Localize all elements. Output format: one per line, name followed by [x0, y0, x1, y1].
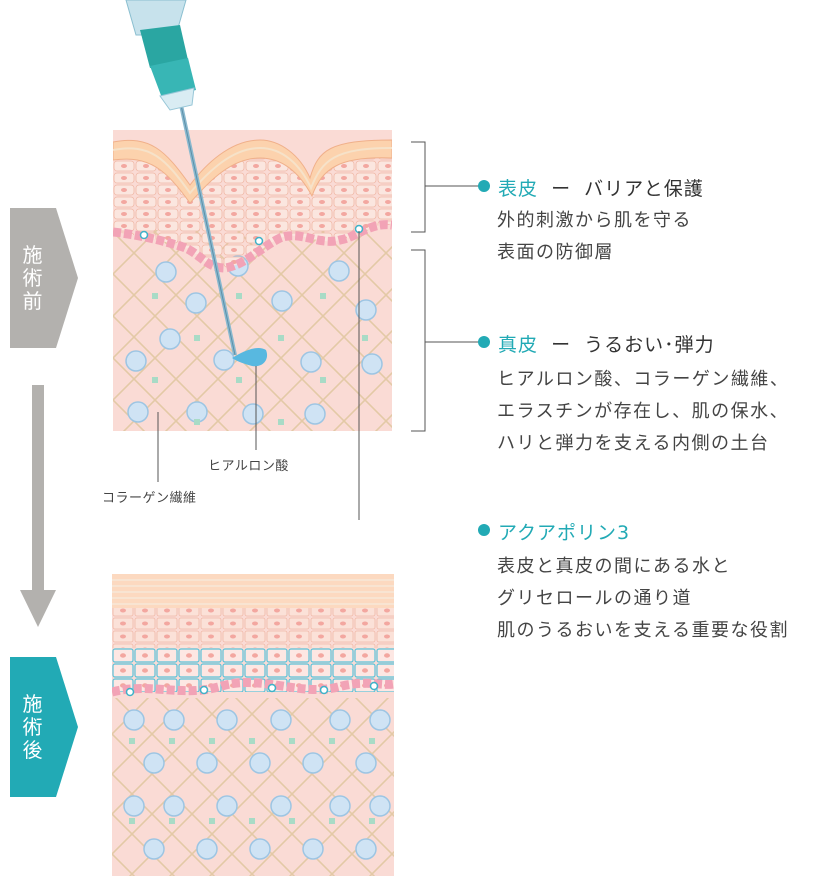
dermis-dash: ー — [551, 334, 572, 356]
epidermis-description: 外的刺激から肌を守る 表面の防御層 — [497, 205, 692, 269]
collagen-label: コラーゲン繊維 — [102, 491, 197, 506]
stage-after-char: 後 — [22, 737, 44, 762]
stage-after-char: 術 — [22, 714, 44, 739]
aquaporin-markers-after — [125, 681, 379, 697]
epidermis-bullet — [478, 180, 490, 192]
aquaporin-line: 肌のうるおいを支える重要な役割 — [497, 620, 789, 641]
dermis-name: 真皮 — [498, 334, 539, 356]
epidermis-line: 表面の防御層 — [497, 242, 614, 263]
aquaporin-name: アクアポリン3 — [498, 522, 631, 544]
stage-after-char: 施 — [22, 691, 44, 716]
epidermis-dash: ー — [551, 178, 572, 200]
dermis-subtitle: うるおい･弾力 — [584, 334, 715, 356]
dermis-line: ハリと弾力を支える内側の土台 — [497, 433, 770, 454]
stage-before-tag: 施 術 前 — [10, 208, 78, 348]
skin-after-illustration — [112, 574, 394, 876]
epidermis-line: 外的刺激から肌を守る — [497, 210, 692, 231]
stage-before-char: 前 — [22, 288, 44, 313]
stage-before-char: 術 — [22, 265, 44, 290]
stage-after-arrow-shape — [10, 657, 78, 797]
dermis-vesicles — [125, 255, 383, 425]
hyaluronic-droplet — [232, 347, 268, 367]
aquaporin-heading: アクアポリン3 — [498, 518, 630, 545]
fiber-junctions — [152, 293, 368, 425]
aquaporin-bullet — [478, 524, 490, 536]
aquaporin-description: 表皮と真皮の間にある水と グリセロールの通り道 肌のうるおいを支える重要な役割 — [497, 551, 789, 647]
dermis-vesicles-after — [123, 709, 391, 860]
dermis-heading: 真皮 ー うるおい･弾力 — [498, 330, 715, 357]
syringe — [125, 0, 237, 356]
aquaporin-line: グリセロールの通り道 — [497, 588, 692, 609]
epidermis-name: 表皮 — [498, 178, 539, 200]
hyaluronic-label: ヒアルロン酸 — [208, 459, 289, 474]
epidermis-subtitle: バリアと保護 — [584, 178, 704, 200]
stage-before-arrow-shape — [10, 208, 78, 348]
dermis-line: ヒアルロン酸、コラーゲン繊維、 — [497, 369, 790, 390]
epidermis-heading: 表皮 ー バリアと保護 — [498, 174, 704, 201]
stage-before-char: 施 — [22, 242, 44, 267]
aquaporin-line: 表皮と真皮の間にある水と — [497, 556, 731, 577]
skin-before-illustration — [113, 0, 484, 520]
dermis-line: エラスチンが存在し、肌の保水、 — [497, 401, 790, 422]
dermis-bullet — [478, 336, 490, 348]
dermis-description: ヒアルロン酸、コラーゲン繊維、 エラスチンが存在し、肌の保水、 ハリと弾力を支え… — [497, 364, 789, 460]
down-arrow — [20, 385, 56, 627]
stage-after-tag: 施 術 後 — [10, 657, 78, 797]
